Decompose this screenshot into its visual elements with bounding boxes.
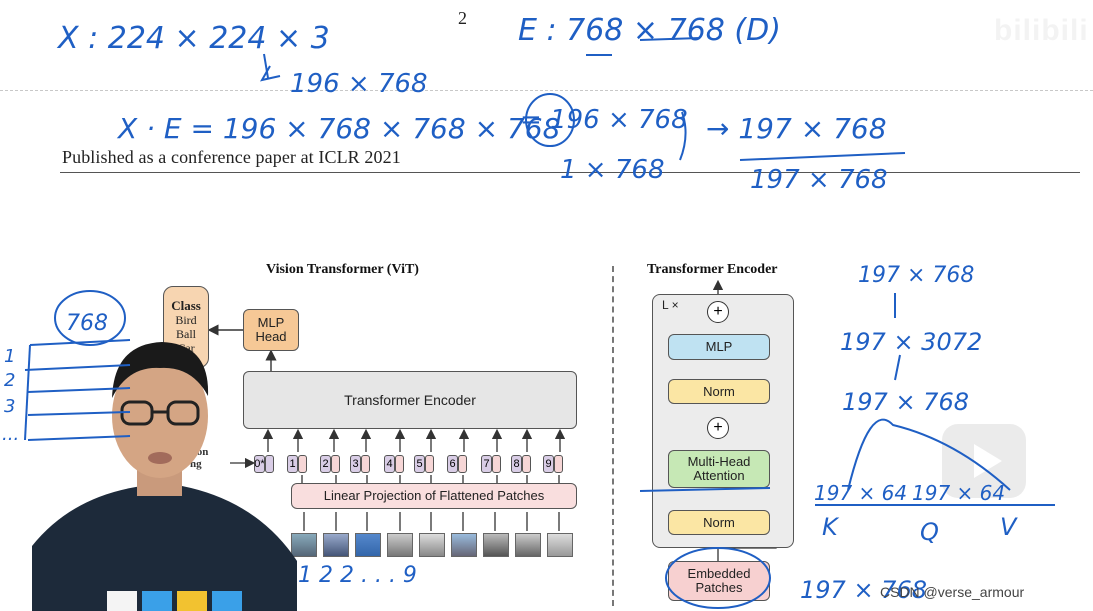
anno-product: X · E = 196 × 768 × 768 × 768 bbox=[116, 112, 560, 145]
anno-embedding-shape: E : 768 × 768 (D) bbox=[518, 13, 781, 48]
presenter-webcam bbox=[32, 342, 297, 611]
anno-left-circle: 768 bbox=[66, 311, 108, 336]
image-patch bbox=[547, 533, 573, 557]
anno-result-d: 197 × 768 bbox=[750, 165, 888, 195]
linear-projection-box: Linear Projection of Flattened Patches bbox=[291, 483, 577, 509]
page-divider bbox=[0, 90, 1093, 91]
anno-right-2: 197 × 3072 bbox=[840, 328, 982, 356]
anno-left-num-4: ... bbox=[2, 424, 19, 445]
patch-embedding-token bbox=[554, 455, 563, 473]
anno-left-num-2: 2 bbox=[4, 370, 15, 391]
csdn-watermark: CSDN @verse_armour bbox=[880, 584, 1025, 600]
patch-embedding-token bbox=[458, 455, 467, 473]
anno-result-a: = 196 × 768 bbox=[520, 105, 688, 135]
patch-embedding-token bbox=[298, 455, 307, 473]
patch-position-token: 4 bbox=[384, 455, 395, 473]
image-patch bbox=[323, 533, 349, 557]
residual-add-top-icon: + bbox=[707, 301, 729, 323]
image-patch bbox=[483, 533, 509, 557]
image-patch bbox=[419, 533, 445, 557]
patch-embedding-token bbox=[425, 455, 434, 473]
repeat-label: L × bbox=[662, 298, 679, 312]
anno-v: V bbox=[1000, 513, 1018, 541]
patch-embedding-token bbox=[522, 455, 531, 473]
paper-header: Published as a conference paper at ICLR … bbox=[62, 147, 401, 167]
class-token-position: 0* bbox=[254, 455, 265, 473]
patch-embedding-token bbox=[331, 455, 340, 473]
residual-add-bottom-icon: + bbox=[707, 417, 729, 439]
mlp-head-box: MLP Head bbox=[243, 309, 299, 351]
image-patch bbox=[291, 533, 317, 557]
header-rule bbox=[60, 172, 1080, 173]
anno-right-3: 197 × 768 bbox=[842, 388, 969, 416]
image-patch bbox=[451, 533, 477, 557]
anno-patch-shape: 196 × 768 bbox=[290, 69, 428, 99]
image-patch bbox=[355, 533, 381, 557]
transformer-encoder-box: Transformer Encoder bbox=[243, 371, 577, 429]
patch-position-token: 6 bbox=[447, 455, 458, 473]
vit-figure-title: Vision Transformer (ViT) bbox=[266, 262, 419, 277]
anno-left-num-1: 1 bbox=[4, 346, 15, 367]
figure-divider bbox=[612, 266, 614, 606]
play-icon[interactable] bbox=[938, 420, 1030, 502]
image-patch bbox=[387, 533, 413, 557]
patch-position-token: 9 bbox=[543, 455, 554, 473]
mlp-block: MLP bbox=[668, 334, 770, 360]
anno-right-5: 197 × 64 bbox=[912, 481, 1005, 505]
norm-bottom-block: Norm bbox=[668, 510, 770, 535]
anno-result-c: → 197 × 768 bbox=[706, 112, 887, 145]
bilibili-logo: bilibili bbox=[994, 14, 1089, 47]
class-item-ball: Ball bbox=[176, 327, 196, 341]
patch-embedding-token bbox=[492, 455, 501, 473]
anno-left-num-3: 3 bbox=[4, 396, 15, 417]
anno-input-shape: X : 224 × 224 × 3 bbox=[56, 21, 330, 56]
class-token-embedding bbox=[265, 455, 274, 473]
patch-position-token: 7 bbox=[481, 455, 492, 473]
patch-embedding-token bbox=[361, 455, 370, 473]
class-item-bird: Bird bbox=[175, 313, 197, 327]
norm-top-block: Norm bbox=[668, 379, 770, 404]
encoder-figure-title: Transformer Encoder bbox=[647, 262, 778, 277]
image-patch bbox=[515, 533, 541, 557]
anno-q: Q bbox=[920, 518, 939, 546]
embedded-patches-block: Embedded Patches bbox=[668, 561, 770, 601]
page-number: 2 bbox=[458, 8, 467, 28]
class-box-title: Class bbox=[171, 298, 201, 313]
anno-bottom-right: 197 × 768 bbox=[800, 576, 927, 604]
patch-embedding-token bbox=[395, 455, 404, 473]
patch-position-token: 5 bbox=[414, 455, 425, 473]
multi-head-attention-block: Multi-Head Attention bbox=[668, 450, 770, 488]
anno-right-1: 197 × 768 bbox=[858, 263, 974, 288]
patch-position-token: 2 bbox=[320, 455, 331, 473]
patch-position-token: 8 bbox=[511, 455, 522, 473]
anno-result-b: 1 × 768 bbox=[560, 155, 664, 185]
anno-right-4: 197 × 64 bbox=[814, 481, 907, 505]
patch-position-token: 3 bbox=[350, 455, 361, 473]
anno-k: K bbox=[822, 513, 840, 541]
anno-patch-numbers: 1 2 2 . . . 9 bbox=[298, 563, 417, 588]
patch-position-token: 1 bbox=[287, 455, 298, 473]
